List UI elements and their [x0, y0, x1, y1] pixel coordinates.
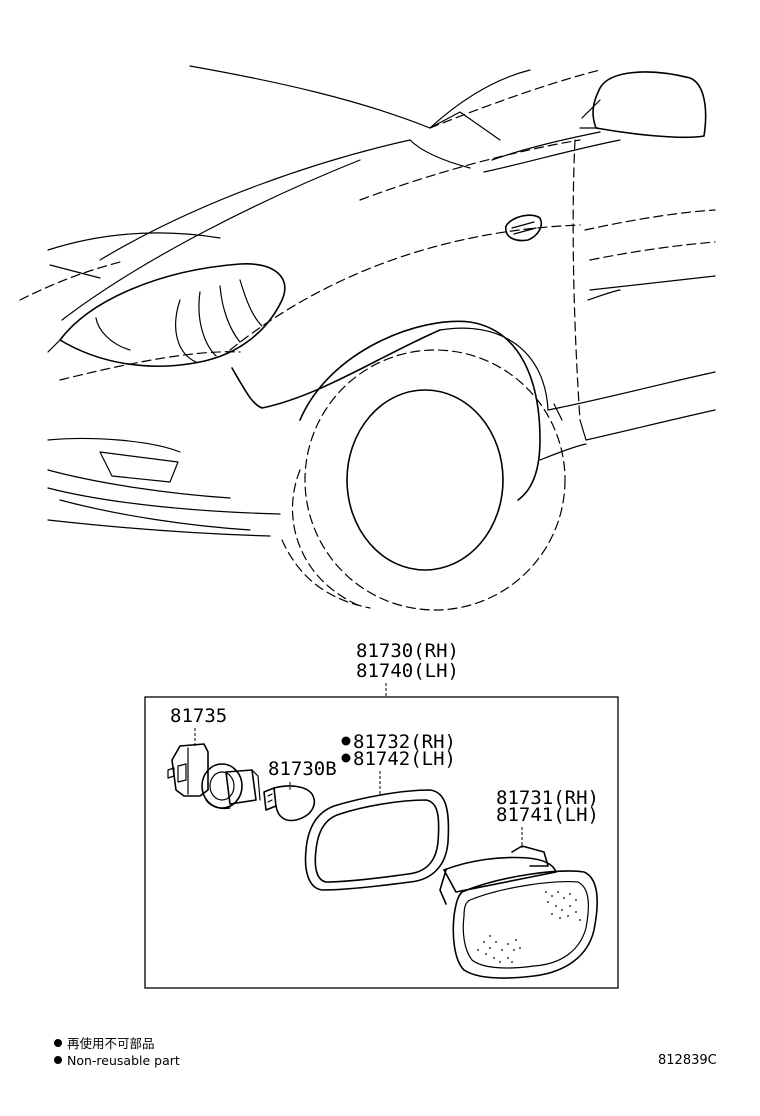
illustration-code: 812839C — [658, 1053, 717, 1068]
gasket-rh-label: 81732(RH) — [353, 731, 456, 753]
legend-japanese: 再使用不可部品 — [67, 1036, 155, 1051]
non-reusable-dot-icon — [341, 736, 351, 746]
bulb-label: 81730B — [268, 758, 337, 780]
non-reusable-dot-icon — [54, 1039, 62, 1047]
assembly-lh-label: 81740(LH) — [356, 660, 459, 682]
assembly-rh-label: 81730(RH) — [356, 640, 459, 662]
parts-frame — [144, 696, 619, 989]
car-front-illustration — [19, 65, 716, 611]
legend: 再使用不可部品 Non-reusable part — [54, 1036, 180, 1068]
socket-label: 81735 — [170, 705, 227, 727]
non-reusable-dot-icon — [341, 753, 351, 763]
side-lamp-lens-drawing — [439, 845, 598, 979]
gasket-drawing — [304, 789, 450, 891]
non-reusable-dot-icon — [54, 1056, 62, 1064]
lens-rh-label: 81731(RH) — [496, 787, 599, 809]
legend-english: Non-reusable part — [67, 1053, 180, 1068]
gasket-lh-label: 81742(LH) — [353, 748, 456, 770]
lens-lh-label: 81741(LH) — [496, 804, 599, 826]
wedge-bulb-drawing — [263, 785, 316, 822]
bulb-socket-drawing — [167, 743, 261, 810]
